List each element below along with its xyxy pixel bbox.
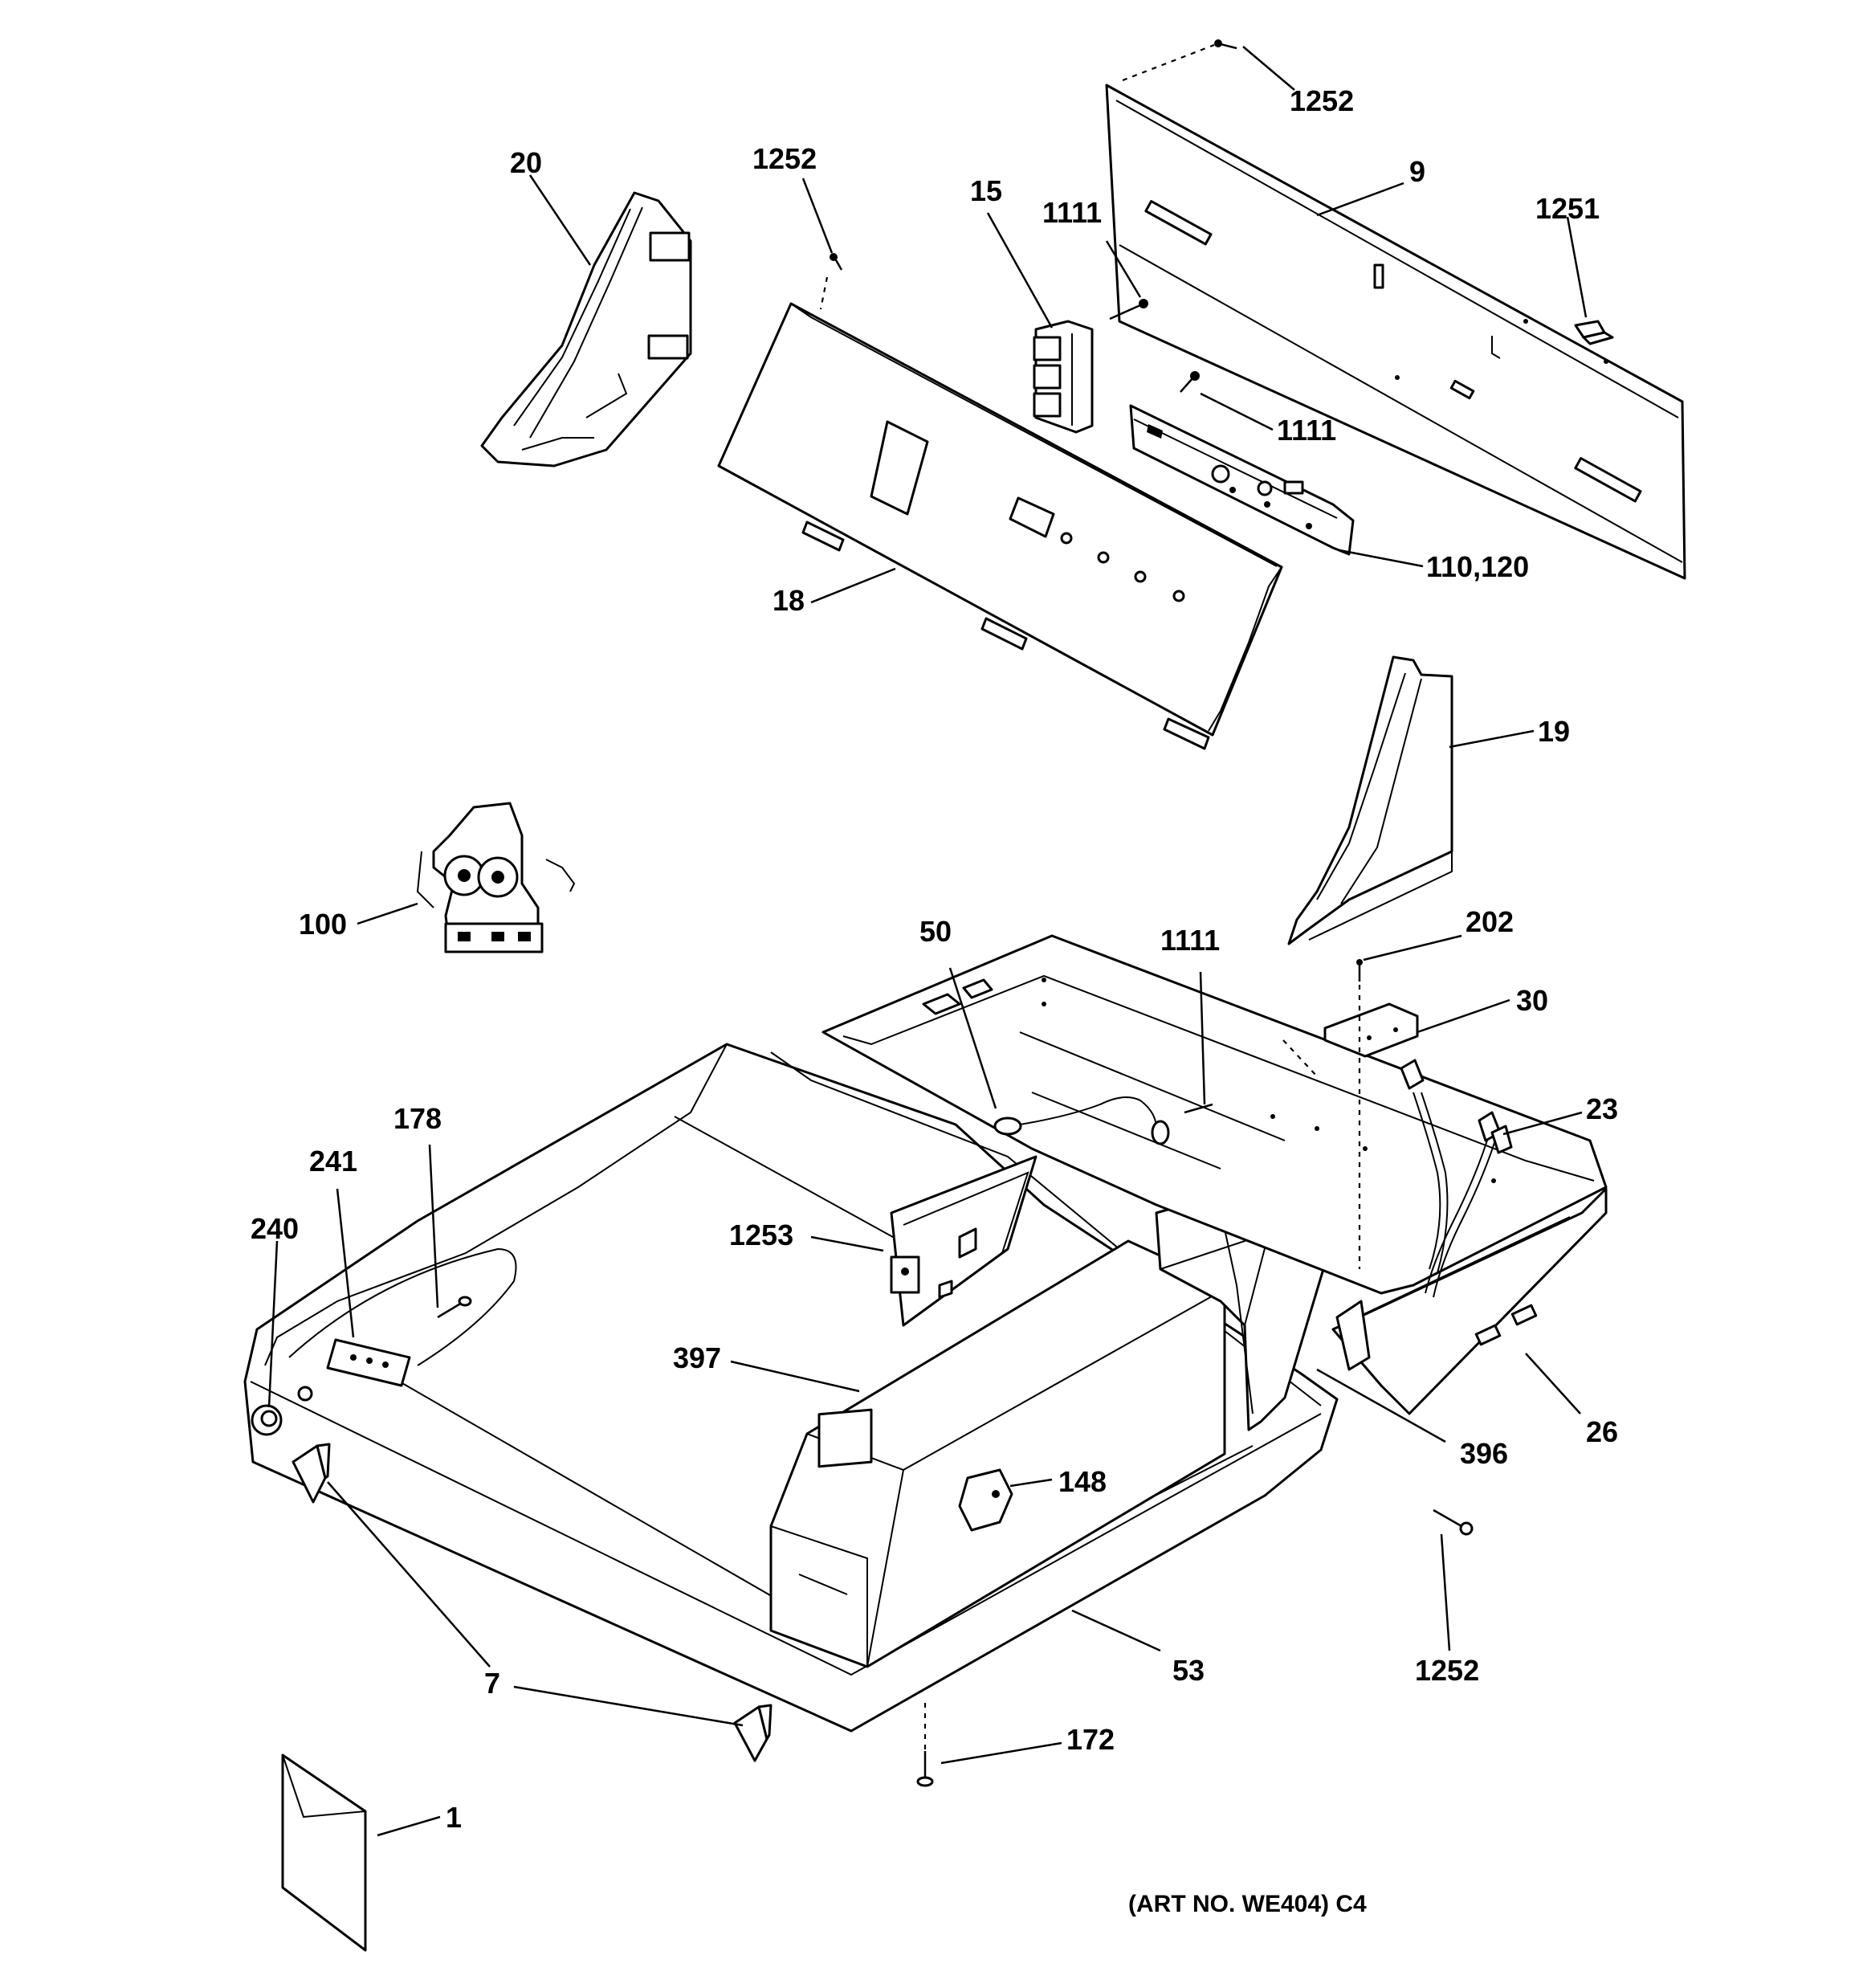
callout-30: 30 bbox=[1516, 984, 1548, 1017]
part-50-wire bbox=[993, 1096, 1170, 1145]
callout-1252: 1252 bbox=[1415, 1654, 1479, 1687]
part-9-rear-panel bbox=[1105, 84, 1686, 580]
callout-1111: 1111 bbox=[1277, 414, 1336, 447]
callout-202: 202 bbox=[1466, 905, 1514, 938]
part-18-control-panel bbox=[717, 302, 1283, 750]
callout-396: 396 bbox=[1460, 1437, 1508, 1470]
callout-172: 172 bbox=[1066, 1723, 1115, 1756]
part-1251-clip bbox=[1574, 320, 1614, 345]
part-23-wire-harness bbox=[1400, 1059, 1513, 1298]
part-397-duct bbox=[769, 1239, 1226, 1668]
callout-1252: 1252 bbox=[752, 142, 817, 175]
callout-labels: 1252 9 1251 20 1252 15 1111 1111 110,120… bbox=[251, 84, 1618, 1917]
callout-100: 100 bbox=[299, 908, 347, 941]
part-1252-screw-top-right bbox=[1214, 39, 1237, 50]
callout-23: 23 bbox=[1586, 1092, 1618, 1125]
callout-241: 241 bbox=[309, 1145, 357, 1178]
callout-7: 7 bbox=[484, 1667, 500, 1700]
part-1111-screw-top bbox=[1109, 299, 1148, 320]
callout-20: 20 bbox=[510, 146, 542, 179]
callout-15: 15 bbox=[970, 174, 1002, 207]
callout-110-120: 110,120 bbox=[1426, 550, 1529, 583]
part-7-foot-left bbox=[291, 1443, 331, 1504]
part-20-left-endcap bbox=[480, 191, 692, 467]
part-7-foot-right bbox=[733, 1704, 773, 1762]
callout-240: 240 bbox=[251, 1212, 299, 1245]
callout-1252: 1252 bbox=[1290, 84, 1354, 117]
callout-1111: 1111 bbox=[1160, 924, 1220, 957]
part-178-screw bbox=[437, 1296, 472, 1319]
part-202-screw bbox=[1356, 959, 1363, 982]
part-30-plate bbox=[1323, 1002, 1419, 1058]
art-number: (ART NO. WE404) C4 bbox=[1128, 1891, 1367, 1917]
callout-26: 26 bbox=[1586, 1415, 1618, 1448]
part-1-envelope bbox=[281, 1753, 367, 1952]
part-26-support-plate bbox=[821, 934, 1608, 1415]
part-1111-screw-mid bbox=[1180, 371, 1200, 393]
part-15-switch bbox=[1033, 320, 1094, 434]
callout-1111: 1111 bbox=[1042, 196, 1102, 229]
part-110-120-bracket bbox=[1129, 404, 1355, 556]
callout-1253: 1253 bbox=[729, 1219, 793, 1251]
callout-50: 50 bbox=[919, 915, 952, 948]
callout-397: 397 bbox=[673, 1341, 721, 1374]
alignment-lines bbox=[819, 43, 1361, 1749]
part-240-knob bbox=[251, 1386, 313, 1436]
part-241-block bbox=[326, 1338, 411, 1387]
callout-18: 18 bbox=[773, 584, 805, 617]
part-1252-screw-bottom bbox=[1433, 1508, 1474, 1536]
callout-148: 148 bbox=[1058, 1465, 1107, 1498]
part-1253-bracket bbox=[890, 1155, 1037, 1327]
part-1111-screw-base bbox=[1184, 1103, 1213, 1114]
part-172-screw bbox=[916, 1751, 934, 1787]
part-19-right-endcap bbox=[1287, 655, 1453, 945]
part-100-motor-assembly bbox=[416, 802, 576, 953]
callout-19: 19 bbox=[1538, 715, 1570, 748]
callout-9: 9 bbox=[1409, 155, 1425, 188]
callout-178: 178 bbox=[393, 1102, 442, 1135]
callout-53: 53 bbox=[1172, 1654, 1205, 1687]
part-1252-screw-top bbox=[830, 253, 843, 271]
callout-1251: 1251 bbox=[1535, 192, 1600, 225]
callout-1: 1 bbox=[446, 1801, 462, 1834]
leader-lines bbox=[267, 46, 1588, 1837]
